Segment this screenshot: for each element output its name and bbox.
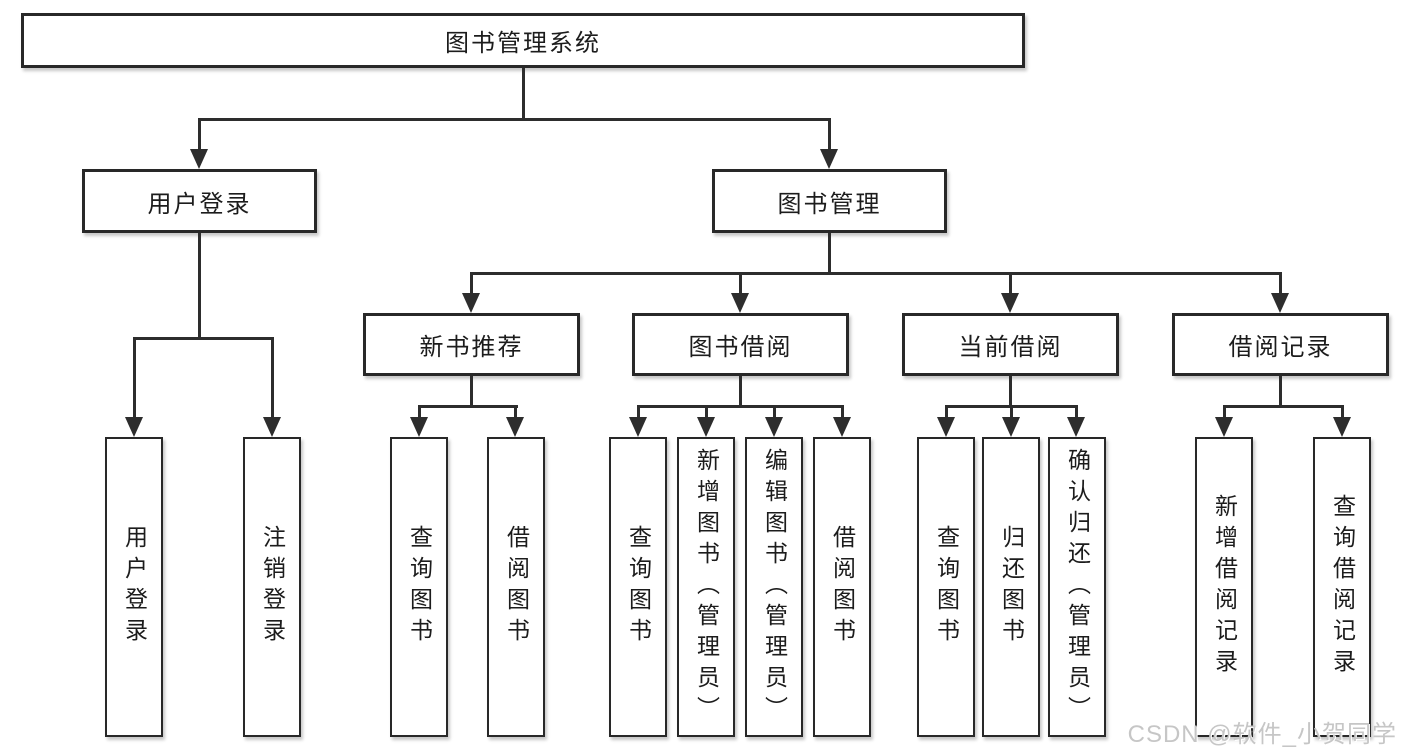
node-root-label: 图书管理系统: [445, 30, 601, 57]
leaf-bb-edit-books-admin: 编辑图书（管理员）: [745, 437, 803, 737]
node-user-login-label: 用户登录: [147, 190, 252, 218]
connector-line: [1009, 272, 1012, 296]
node-book-management-label: 图书管理: [777, 190, 882, 218]
connector-line: [739, 272, 742, 296]
arrowhead-icon: [1067, 417, 1085, 437]
node-new-book-recommend-label: 新书推荐: [419, 334, 524, 361]
connector-line: [1010, 405, 1013, 420]
leaf-br-add-record: 新增借阅记录: [1195, 437, 1253, 737]
leaf-br-query-record: 查询借阅记录: [1313, 437, 1371, 737]
leaf-bb-edit-books-admin-label: 编辑图书（管理员）: [761, 447, 788, 727]
leaf-cb-query-books-label: 查询图书: [933, 525, 960, 649]
connector-line: [637, 405, 640, 420]
arrowhead-icon: [629, 417, 647, 437]
node-current-borrow-label: 当前借阅: [958, 334, 1063, 361]
connector-line: [198, 118, 201, 152]
arrowhead-icon: [506, 417, 524, 437]
connector-line: [470, 272, 1282, 275]
leaf-cb-confirm-return-admin-label: 确认归还（管理员）: [1064, 447, 1091, 727]
csdn-watermark: CSDN @软件_小贺同学: [1127, 721, 1397, 747]
arrowhead-icon: [1333, 417, 1351, 437]
leaf-bb-add-books-admin-label: 新增图书（管理员）: [693, 447, 720, 727]
connector-line: [470, 376, 473, 408]
connector-line: [133, 337, 274, 340]
connector-line: [705, 405, 708, 420]
leaf-bb-add-books-admin: 新增图书（管理员）: [677, 437, 735, 737]
connector-line: [1009, 376, 1012, 408]
leaf-user-login: 用户登录: [105, 437, 163, 737]
arrowhead-icon: [820, 149, 838, 169]
connector-line: [1341, 405, 1344, 420]
arrowhead-icon: [462, 293, 480, 313]
connector-line: [828, 233, 831, 275]
arrowhead-icon: [731, 293, 749, 313]
leaf-bb-query-books: 查询图书: [609, 437, 667, 737]
leaf-nbr-borrow-books: 借阅图书: [487, 437, 545, 737]
leaf-bb-borrow-books-label: 借阅图书: [829, 525, 856, 649]
leaf-cb-confirm-return-admin: 确认归还（管理员）: [1048, 437, 1106, 737]
node-borrow-records-label: 借阅记录: [1228, 334, 1333, 361]
connector-line: [1279, 272, 1282, 296]
arrowhead-icon: [697, 417, 715, 437]
leaf-logout: 注销登录: [243, 437, 301, 737]
connector-line: [841, 405, 844, 420]
node-current-borrow: 当前借阅: [902, 313, 1119, 376]
arrowhead-icon: [190, 149, 208, 169]
connector-line: [198, 118, 831, 121]
arrowhead-icon: [125, 417, 143, 437]
connector-line: [418, 405, 518, 408]
node-book-borrow-label: 图书借阅: [688, 334, 793, 361]
node-new-book-recommend: 新书推荐: [363, 313, 580, 376]
arrowhead-icon: [1002, 417, 1020, 437]
connector-line: [1223, 405, 1226, 420]
leaf-bb-query-books-label: 查询图书: [625, 525, 652, 649]
node-user-login: 用户登录: [82, 169, 317, 233]
leaf-cb-query-books: 查询图书: [917, 437, 975, 737]
arrowhead-icon: [1001, 293, 1019, 313]
leaf-nbr-borrow-books-label: 借阅图书: [503, 525, 530, 649]
node-borrow-records: 借阅记录: [1172, 313, 1389, 376]
connector-line: [133, 337, 136, 420]
leaf-nbr-query-books: 查询图书: [390, 437, 448, 737]
arrowhead-icon: [1215, 417, 1233, 437]
node-root: 图书管理系统: [21, 13, 1025, 68]
connector-line: [418, 405, 421, 420]
connector-line: [522, 68, 525, 121]
leaf-user-login-label: 用户登录: [121, 525, 148, 649]
connector-line: [1075, 405, 1078, 420]
connector-line: [198, 233, 201, 340]
leaf-br-query-record-label: 查询借阅记录: [1329, 494, 1356, 680]
connector-line: [1279, 376, 1282, 408]
connector-line: [828, 118, 831, 152]
arrowhead-icon: [833, 417, 851, 437]
node-book-management: 图书管理: [712, 169, 947, 233]
arrowhead-icon: [263, 417, 281, 437]
arrowhead-icon: [765, 417, 783, 437]
connector-line: [637, 405, 844, 408]
node-book-borrow: 图书借阅: [632, 313, 849, 376]
connector-line: [773, 405, 776, 420]
connector-line: [739, 376, 742, 408]
arrowhead-icon: [410, 417, 428, 437]
arrowhead-icon: [1271, 293, 1289, 313]
leaf-cb-return-books: 归还图书: [982, 437, 1040, 737]
leaf-nbr-query-books-label: 查询图书: [406, 525, 433, 649]
leaf-br-add-record-label: 新增借阅记录: [1211, 494, 1238, 680]
connector-line: [271, 337, 274, 420]
leaf-bb-borrow-books: 借阅图书: [813, 437, 871, 737]
connector-line: [1223, 405, 1343, 408]
arrowhead-icon: [937, 417, 955, 437]
connector-line: [514, 405, 517, 420]
connector-line: [945, 405, 948, 420]
leaf-cb-return-books-label: 归还图书: [998, 525, 1025, 649]
connector-line: [470, 272, 473, 296]
leaf-logout-label: 注销登录: [259, 525, 286, 649]
